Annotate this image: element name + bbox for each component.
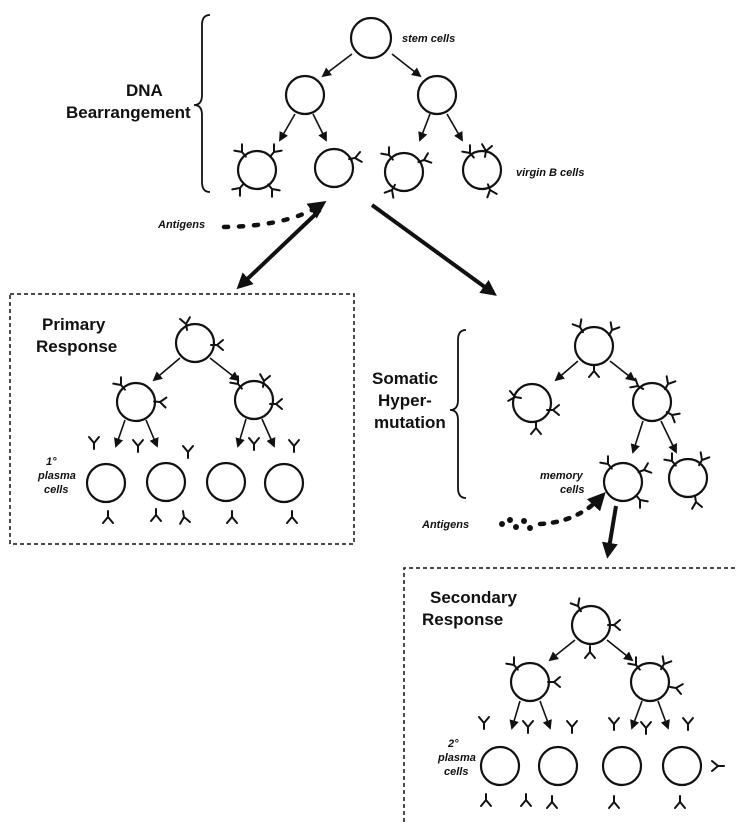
- memory-b-cell: [602, 461, 644, 503]
- dna-rearrangement-label-line2: Bearrangement: [66, 103, 191, 122]
- arrow-to-secondary: [601, 505, 618, 559]
- primary-response-title-line1: Primary: [42, 315, 106, 334]
- primary-plasma-cell: [145, 461, 187, 503]
- arrow: [312, 113, 327, 142]
- secondary-plasma-cell: [601, 745, 643, 787]
- arrow: [279, 113, 296, 142]
- arrow: [209, 357, 240, 382]
- somatic-label-line2: Hyper-: [378, 391, 432, 410]
- primary-response-title-line2: Response: [36, 337, 117, 356]
- antigens-label-top: Antigens: [157, 219, 205, 231]
- antigen-particle: [507, 517, 513, 523]
- primary-plasma-cell: [263, 462, 305, 504]
- primary-response-frame: [9, 293, 355, 545]
- mutating-b-cell: [573, 325, 615, 367]
- antigen-particle: [521, 518, 527, 524]
- antigen-dotted-arrow: [537, 492, 606, 527]
- primary-plasma-label-line2: plasma: [37, 470, 76, 482]
- secondary-response-box: Secondary Response: [403, 567, 736, 822]
- antigen-particle: [513, 524, 519, 530]
- primary-plasma-label-line1: 1°: [46, 456, 57, 468]
- dna-rearrangement-section: stem cells DNA Bearrangement virgin B ce…: [66, 14, 584, 199]
- virgin-b-cells-label: virgin B cells: [516, 167, 584, 179]
- somatic-hypermutation-section: Somatic Hyper- mutation: [372, 318, 711, 510]
- arrow: [660, 420, 677, 454]
- stem-cells-label: stem cells: [402, 33, 455, 45]
- antigen-particle: [527, 525, 533, 531]
- secondary-plasma-cell: [479, 745, 521, 787]
- arrow: [261, 418, 276, 448]
- stem-cell: [349, 16, 393, 60]
- activated-b-cell: [174, 322, 216, 364]
- arrow-to-memory: [370, 203, 497, 296]
- somatic-bracket: [449, 329, 467, 499]
- dividing-b-cell: [115, 381, 157, 423]
- antigen-particle: [499, 521, 505, 527]
- antigen-dotted-arrow: [221, 200, 327, 230]
- virgin-b-cell: [461, 149, 503, 191]
- arrow: [539, 700, 552, 730]
- progenitor-cell: [284, 74, 326, 116]
- memory-cells-label-line2: cells: [560, 484, 584, 496]
- virgin-b-cell: [313, 147, 355, 189]
- dividing-memory-cell: [629, 661, 671, 703]
- secondary-plasma-cell: [537, 745, 579, 787]
- arrow: [509, 700, 521, 730]
- primary-plasma-label-line3: cells: [44, 484, 68, 496]
- arrow: [113, 419, 126, 448]
- arrow: [391, 53, 422, 78]
- secondary-response-frame: [403, 567, 736, 822]
- dividing-b-cell: [233, 379, 275, 421]
- arrow: [548, 639, 576, 662]
- dna-rearrangement-label-line1: DNA: [126, 81, 163, 100]
- antigen-encounter-top: Antigens: [157, 200, 327, 231]
- dna-bracket: [193, 14, 211, 193]
- antigen-encounter-bottom: Antigens: [421, 492, 606, 531]
- activated-memory-cell: [570, 604, 612, 646]
- arrow-to-primary: [236, 208, 322, 290]
- secondary-plasma-label-line2: plasma: [437, 752, 476, 764]
- arrow: [152, 357, 181, 382]
- arrow: [418, 113, 431, 142]
- mutating-b-cell: [511, 382, 553, 424]
- antigens-label-bottom: Antigens: [421, 519, 469, 531]
- somatic-label-line3: mutation: [374, 413, 446, 432]
- primary-plasma-cell: [205, 461, 247, 503]
- primary-plasma-cell: [85, 462, 127, 504]
- arrow: [657, 700, 670, 730]
- arrow: [235, 418, 247, 448]
- mutating-b-cell: [631, 381, 673, 423]
- secondary-plasma-cell: [661, 745, 703, 787]
- secondary-plasma-label-line1: 2°: [447, 738, 459, 750]
- arrow: [606, 639, 634, 662]
- progenitor-cell: [416, 74, 458, 116]
- primary-response-box: Primary Response: [9, 293, 355, 545]
- arrow: [145, 419, 159, 448]
- arrow: [609, 360, 636, 382]
- secondary-plasma-label-line3: cells: [444, 766, 468, 778]
- arrow: [446, 113, 463, 142]
- virgin-b-cell: [383, 151, 425, 193]
- arrow: [554, 360, 579, 382]
- memory-cells-label-line1: memory: [540, 470, 584, 482]
- arrow: [630, 420, 644, 454]
- somatic-label-line1: Somatic: [372, 369, 438, 388]
- secondary-response-title-line1: Secondary: [430, 588, 517, 607]
- arrow: [630, 700, 643, 730]
- secondary-response-title-line2: Response: [422, 610, 503, 629]
- virgin-b-cell: [236, 149, 278, 191]
- memory-b-cell: [667, 457, 709, 499]
- arrow: [321, 53, 353, 78]
